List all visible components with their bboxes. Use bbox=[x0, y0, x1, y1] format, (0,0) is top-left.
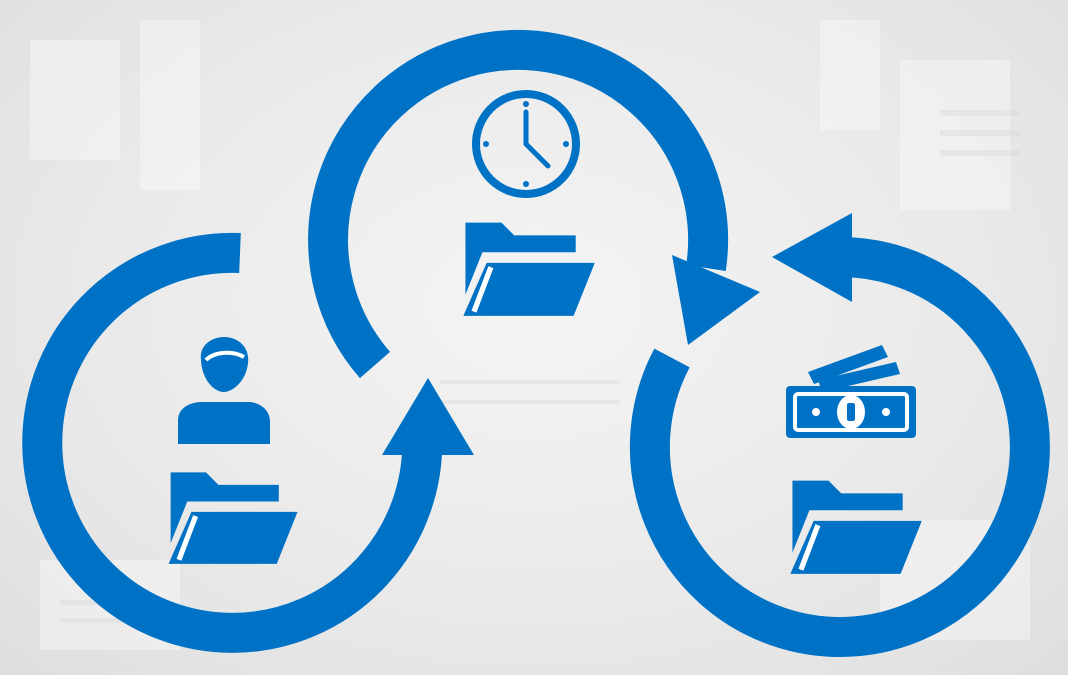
cycle-left-arc bbox=[22, 232, 443, 653]
cycle-right bbox=[629, 213, 1050, 657]
clock-icon bbox=[472, 90, 580, 198]
cycle-left bbox=[22, 232, 474, 653]
cycle-top bbox=[308, 30, 760, 379]
folder-icon bbox=[790, 481, 921, 574]
cycle-top-arc bbox=[308, 30, 729, 379]
cycle-right-arrowhead bbox=[772, 213, 852, 302]
person-icon bbox=[178, 337, 270, 444]
money-icon bbox=[786, 345, 916, 438]
folder-icon bbox=[463, 223, 594, 316]
folder-icon bbox=[169, 472, 298, 564]
cycle-right-arc bbox=[629, 237, 1050, 657]
cycle-top-arrowhead bbox=[672, 255, 760, 345]
cycle-left-arrowhead bbox=[382, 378, 474, 455]
